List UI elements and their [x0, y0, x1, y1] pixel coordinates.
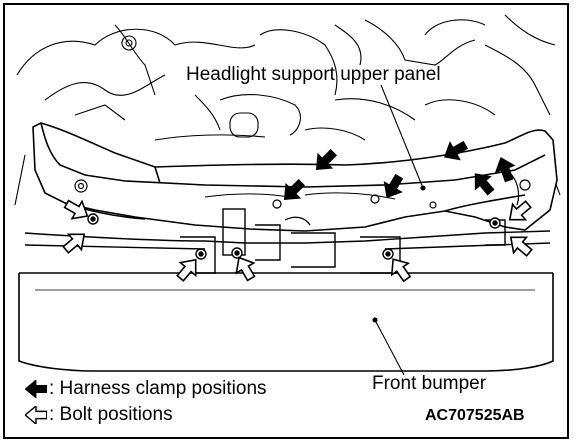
- figure-code: AC707525AB: [425, 407, 525, 424]
- outline-arrow-icon: [25, 405, 47, 424]
- front-bumper-shape: [18, 272, 554, 372]
- legend-bolt-text: : Bolt positions: [49, 404, 173, 425]
- bolt-position-arrow: [58, 225, 92, 259]
- front-bumper-label: Front bumper: [372, 373, 487, 394]
- upper-panel-label: Headlight support upper panel: [186, 64, 441, 85]
- filled-arrow-icon: [25, 379, 47, 398]
- legend-harness: : Harness clamp positions: [25, 379, 267, 398]
- engine-bay-drawing: [14, 14, 561, 376]
- legend-bolt: : Bolt positions: [25, 405, 173, 424]
- leader-lines: [372, 84, 426, 376]
- engine-background: [14, 14, 561, 206]
- diagram-frame: Headlight support upper panel Front bump…: [3, 3, 569, 439]
- legend-harness-text: : Harness clamp positions: [49, 378, 267, 399]
- bolts: [87, 213, 501, 260]
